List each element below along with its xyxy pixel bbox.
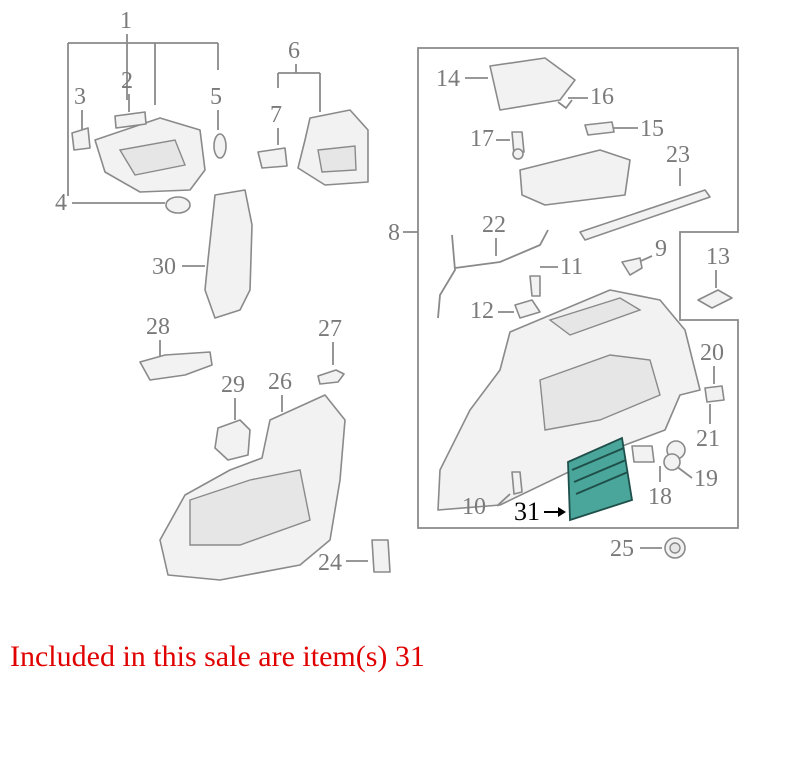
label-21: 21 <box>696 426 720 452</box>
label-11: 11 <box>560 254 583 280</box>
callout-15: 15 <box>612 116 664 142</box>
label-20: 20 <box>700 340 724 366</box>
screw-27 <box>317 369 345 385</box>
callout-24: 24 <box>318 550 368 576</box>
label-22: 22 <box>482 212 506 238</box>
cover-14 <box>489 57 576 111</box>
label-25: 25 <box>610 536 634 562</box>
callout-30: 30 <box>152 254 205 280</box>
label-8: 8 <box>388 220 400 246</box>
detail-box-8 <box>417 47 739 529</box>
callout-group-6: 6 7 <box>270 38 321 145</box>
callout-28: 28 <box>146 314 170 358</box>
label-16: 16 <box>590 84 614 110</box>
label-26: 26 <box>268 369 292 395</box>
clip-24 <box>371 539 391 573</box>
callout-20: 20 <box>700 340 724 384</box>
callout-14: 14 <box>436 66 488 92</box>
sale-caption: Included in this sale are item(s) 31 <box>10 640 425 673</box>
label-4: 4 <box>55 190 67 216</box>
label-10: 10 <box>462 494 486 520</box>
callout-8: 8 <box>388 220 418 246</box>
callout-19: 19 <box>675 465 718 492</box>
duct-panel <box>204 189 253 319</box>
label-3: 3 <box>74 84 86 110</box>
label-7: 7 <box>270 102 282 128</box>
label-1: 1 <box>120 8 132 34</box>
callout-27: 27 <box>318 316 342 365</box>
label-18: 18 <box>648 484 672 510</box>
callout-21: 21 <box>696 404 720 452</box>
label-15: 15 <box>640 116 664 142</box>
label-9: 9 <box>655 236 667 262</box>
upper-trim-panel <box>71 111 227 214</box>
label-12: 12 <box>470 298 494 324</box>
callout-group-1: 1 2 3 5 4 <box>55 8 222 216</box>
label-29: 29 <box>221 372 245 398</box>
highlighted-part-31 <box>567 436 634 522</box>
label-27: 27 <box>318 316 342 342</box>
callout-17: 17 <box>470 126 510 152</box>
label-5: 5 <box>210 84 222 110</box>
cover-29 <box>214 419 251 461</box>
parts-diagram: 1 2 3 5 4 6 7 30 28 27 <box>55 8 739 581</box>
label-6: 6 <box>288 38 300 64</box>
callout-23: 23 <box>666 142 690 186</box>
storage-bin <box>519 149 631 206</box>
callout-16: 16 <box>568 84 614 110</box>
callout-11: 11 <box>540 254 583 280</box>
label-23: 23 <box>666 142 690 168</box>
callout-29: 29 <box>221 372 245 420</box>
label-19: 19 <box>694 466 718 492</box>
bracket-28 <box>139 351 213 381</box>
label-28: 28 <box>146 314 170 340</box>
label-13: 13 <box>706 244 730 270</box>
callout-12: 12 <box>470 298 514 324</box>
callout-18: 18 <box>648 466 672 510</box>
label-2: 2 <box>121 68 133 94</box>
label-14: 14 <box>436 66 460 92</box>
scuff-plate-31 <box>567 436 634 522</box>
label-24: 24 <box>318 550 342 576</box>
sill-strip-23 <box>579 189 711 241</box>
pillar-trim <box>257 109 369 186</box>
callout-31: 31 <box>514 497 566 526</box>
callout-25: 25 <box>610 536 662 562</box>
label-30: 30 <box>152 254 176 280</box>
label-31: 31 <box>514 497 540 526</box>
callout-26: 26 <box>268 369 292 412</box>
label-17: 17 <box>470 126 494 152</box>
callout-10: 10 <box>462 493 511 520</box>
callout-22: 22 <box>482 212 506 256</box>
callout-13: 13 <box>706 244 730 288</box>
wiring-harness <box>437 229 549 319</box>
